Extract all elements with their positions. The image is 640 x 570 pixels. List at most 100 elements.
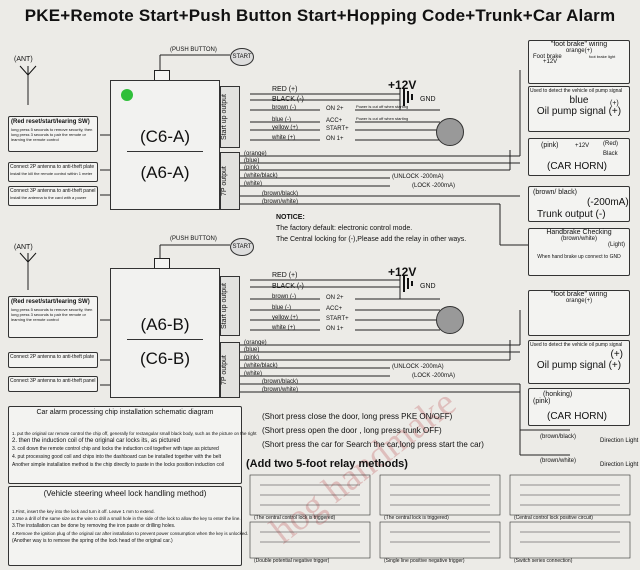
lock-a: (LOCK -200mA)	[412, 183, 456, 189]
ign-b-on2: ON 2+	[326, 295, 344, 301]
wire-b-blue: blue (-)	[272, 305, 292, 311]
steering-line-4: 4.Remove the ignition plug of the origin…	[12, 531, 249, 536]
notice-line2: The Central locking for (-),Please add t…	[276, 236, 467, 243]
startup-tab-a: Start up output	[220, 86, 240, 148]
foot-brake-a-12v: +12V	[543, 59, 558, 65]
volt-b: +12V	[388, 265, 417, 279]
chip-line-2: 2. then the induction coil of the origin…	[12, 438, 181, 444]
wire-b-yellow: yellow (+)	[272, 315, 298, 321]
chip-install-box: Car alarm processing chip installation s…	[8, 406, 257, 484]
gnd-a: GND	[420, 96, 436, 103]
notice-head: NOTICE:	[276, 214, 305, 221]
foot-brake-a-title: "foot brake" wiring	[550, 41, 608, 48]
module-a-divider	[127, 151, 203, 152]
reset-switch-b-desc: long press 5 seconds to remove security,…	[11, 307, 93, 322]
wire-a-brown: brown (-)	[272, 105, 297, 111]
start-button-b: START	[230, 238, 254, 256]
p7-b-brown-black: (brown/black)	[262, 379, 299, 385]
anti-theft-antenna-a-label: Connect 3P antenna to anti-theft panel	[10, 188, 96, 194]
wire-a-blue: blue (-)	[272, 117, 292, 123]
anti-theft-antenna-a: Connect 3P antenna to anti-theft panel I…	[8, 186, 98, 206]
oil-pump-b-box: Used to detect the vehicle oil pump sign…	[528, 340, 630, 384]
wire-b-brown: brown (-)	[272, 294, 297, 300]
oil-pump-a-box: Used to detect the vehicle oil pump sign…	[528, 86, 630, 132]
module-b: (A6-B) (C6-B)	[110, 268, 220, 398]
p7-b-blue: (blue)	[244, 347, 260, 353]
module-b-divider	[127, 339, 203, 340]
module-a-model-bottom: (A6-A)	[140, 163, 190, 182]
antenna-a-label: (ANT)	[14, 56, 33, 63]
ignition-key-a	[436, 118, 464, 146]
reset-switch-b-label: (Red reset/start/learing SW)	[11, 299, 90, 305]
relay-caption-3: (Central control lock positive circuit)	[514, 515, 593, 521]
reset-switch-a-label: (Red reset/start/learing SW)	[11, 119, 90, 125]
horn-b-honking: (honking)	[543, 391, 573, 398]
trunk-a-ma: (-200mA)	[587, 197, 629, 208]
p7-tab-a: 7P output	[220, 152, 240, 210]
car-horn-a-label: (CAR HORN)	[547, 161, 607, 172]
oil-pump-a-plus: (+)	[610, 100, 619, 107]
steering-lock-box: (Vehicle steering wheel lock handling me…	[8, 486, 249, 566]
wire-a-yellow: yellow (+)	[272, 125, 298, 131]
brown-black-b: (brown/black)	[540, 434, 577, 440]
kill-antenna-b-label: Connect 2P antenna to anti-theft plate	[10, 354, 95, 360]
p7-b-brown-white: (brown/white)	[262, 387, 299, 393]
oil-pump-b-desc: Used to detect the vehicle oil pump sign…	[530, 342, 623, 348]
p7-a-pink: (pink)	[244, 165, 260, 171]
p7-a-brown-white: (brown/white)	[262, 199, 299, 205]
relay-caption-1: (The central control lock is triggered)	[254, 515, 336, 521]
p7-a-white: (white)	[244, 181, 263, 187]
handbrake-desc: When hand brake up connect to GND	[537, 254, 621, 260]
kill-antenna-a-label: Connect 2P antenna to anti-theft plate	[10, 164, 95, 170]
trunk-a-label: Trunk output (-)	[537, 209, 606, 220]
instruction-unlock: (Short press open the door , long press …	[262, 426, 442, 435]
car-horn-b-label: (CAR HORN)	[547, 411, 607, 422]
steering-line-3: 3.The installation can be done by removi…	[12, 523, 176, 529]
anti-theft-antenna-a-desc: Install the antenna to the card with a p…	[10, 195, 87, 200]
gnd-b: GND	[420, 283, 436, 290]
notice-box: NOTICE: The factory default: electronic …	[276, 212, 516, 245]
kill-antenna-a-desc: Install the kill the remote control with…	[10, 171, 93, 176]
instruction-lock: (Short press close the door, long press …	[262, 412, 453, 421]
module-b-model-bottom: (C6-B)	[139, 349, 191, 368]
handbrake-light: (Light)	[607, 242, 625, 248]
chip-line-1: 1. put the original car remote control t…	[12, 431, 257, 436]
startup-tab-b: Start up output	[220, 276, 240, 336]
handbrake-title: Handbrake Checking	[546, 229, 612, 236]
push-button-b-label: (PUSH BUTTON)	[170, 236, 217, 242]
ign-b-start: START+	[326, 316, 349, 322]
led-indicator-a	[121, 89, 133, 101]
anti-theft-antenna-b: Connect 3P antenna to anti-theft panel	[8, 376, 98, 392]
relay-caption-4: (Double potential negative trigger)	[254, 558, 330, 564]
horn-a-black: Black	[603, 151, 618, 157]
foot-brake-b-orange: orange(+)	[565, 298, 593, 304]
ign-a-acc: ACC+	[326, 118, 343, 124]
trunk-a-wire: (brown/ black)	[533, 189, 577, 196]
direction-light-1: Direction Light	[600, 438, 639, 444]
instruction-search: (Short press the car for Search the car,…	[262, 440, 484, 449]
p7-a-brown-black: (brown/black)	[262, 191, 299, 197]
p7-tab-b: 7P output	[220, 342, 240, 398]
notice-line1: The factory default: electronic control …	[276, 225, 413, 232]
ign-a-on1: ON 1+	[326, 136, 344, 142]
wire-a-white: white (+)	[272, 135, 296, 141]
steering-line-1: 1.First, insert the key into the lock an…	[12, 509, 155, 514]
diagram-title: PKE+Remote Start+Push Button Start+Hoppi…	[24, 6, 616, 25]
unlock-b: (UNLOCK -200mA)	[392, 364, 444, 370]
direction-light-2: Direction Light	[600, 462, 639, 468]
power-note-a1: Power is cut off when starting	[356, 104, 409, 109]
kill-antenna-b: Connect 2P antenna to anti-theft plate	[8, 352, 98, 368]
handbrake-box: Handbrake Checking (brown/white) (Light)…	[528, 228, 630, 276]
wire-b-red: RED (+)	[272, 272, 298, 279]
horn-a-wire: (pink)	[541, 142, 559, 149]
kill-antenna-a: Connect 2P antenna to anti-theft plate I…	[8, 162, 98, 182]
foot-brake-a-orange: orange(+)	[565, 48, 593, 54]
horn-a-12v: +12V	[575, 143, 590, 149]
antenna-b-label: (ANT)	[14, 244, 33, 251]
wire-b-white: white (+)	[272, 325, 296, 331]
reset-switch-b: (Red reset/start/learing SW) long press …	[8, 296, 98, 338]
foot-brake-a-label: Foot brake	[533, 54, 562, 60]
ign-b-acc: ACC+	[326, 306, 343, 312]
